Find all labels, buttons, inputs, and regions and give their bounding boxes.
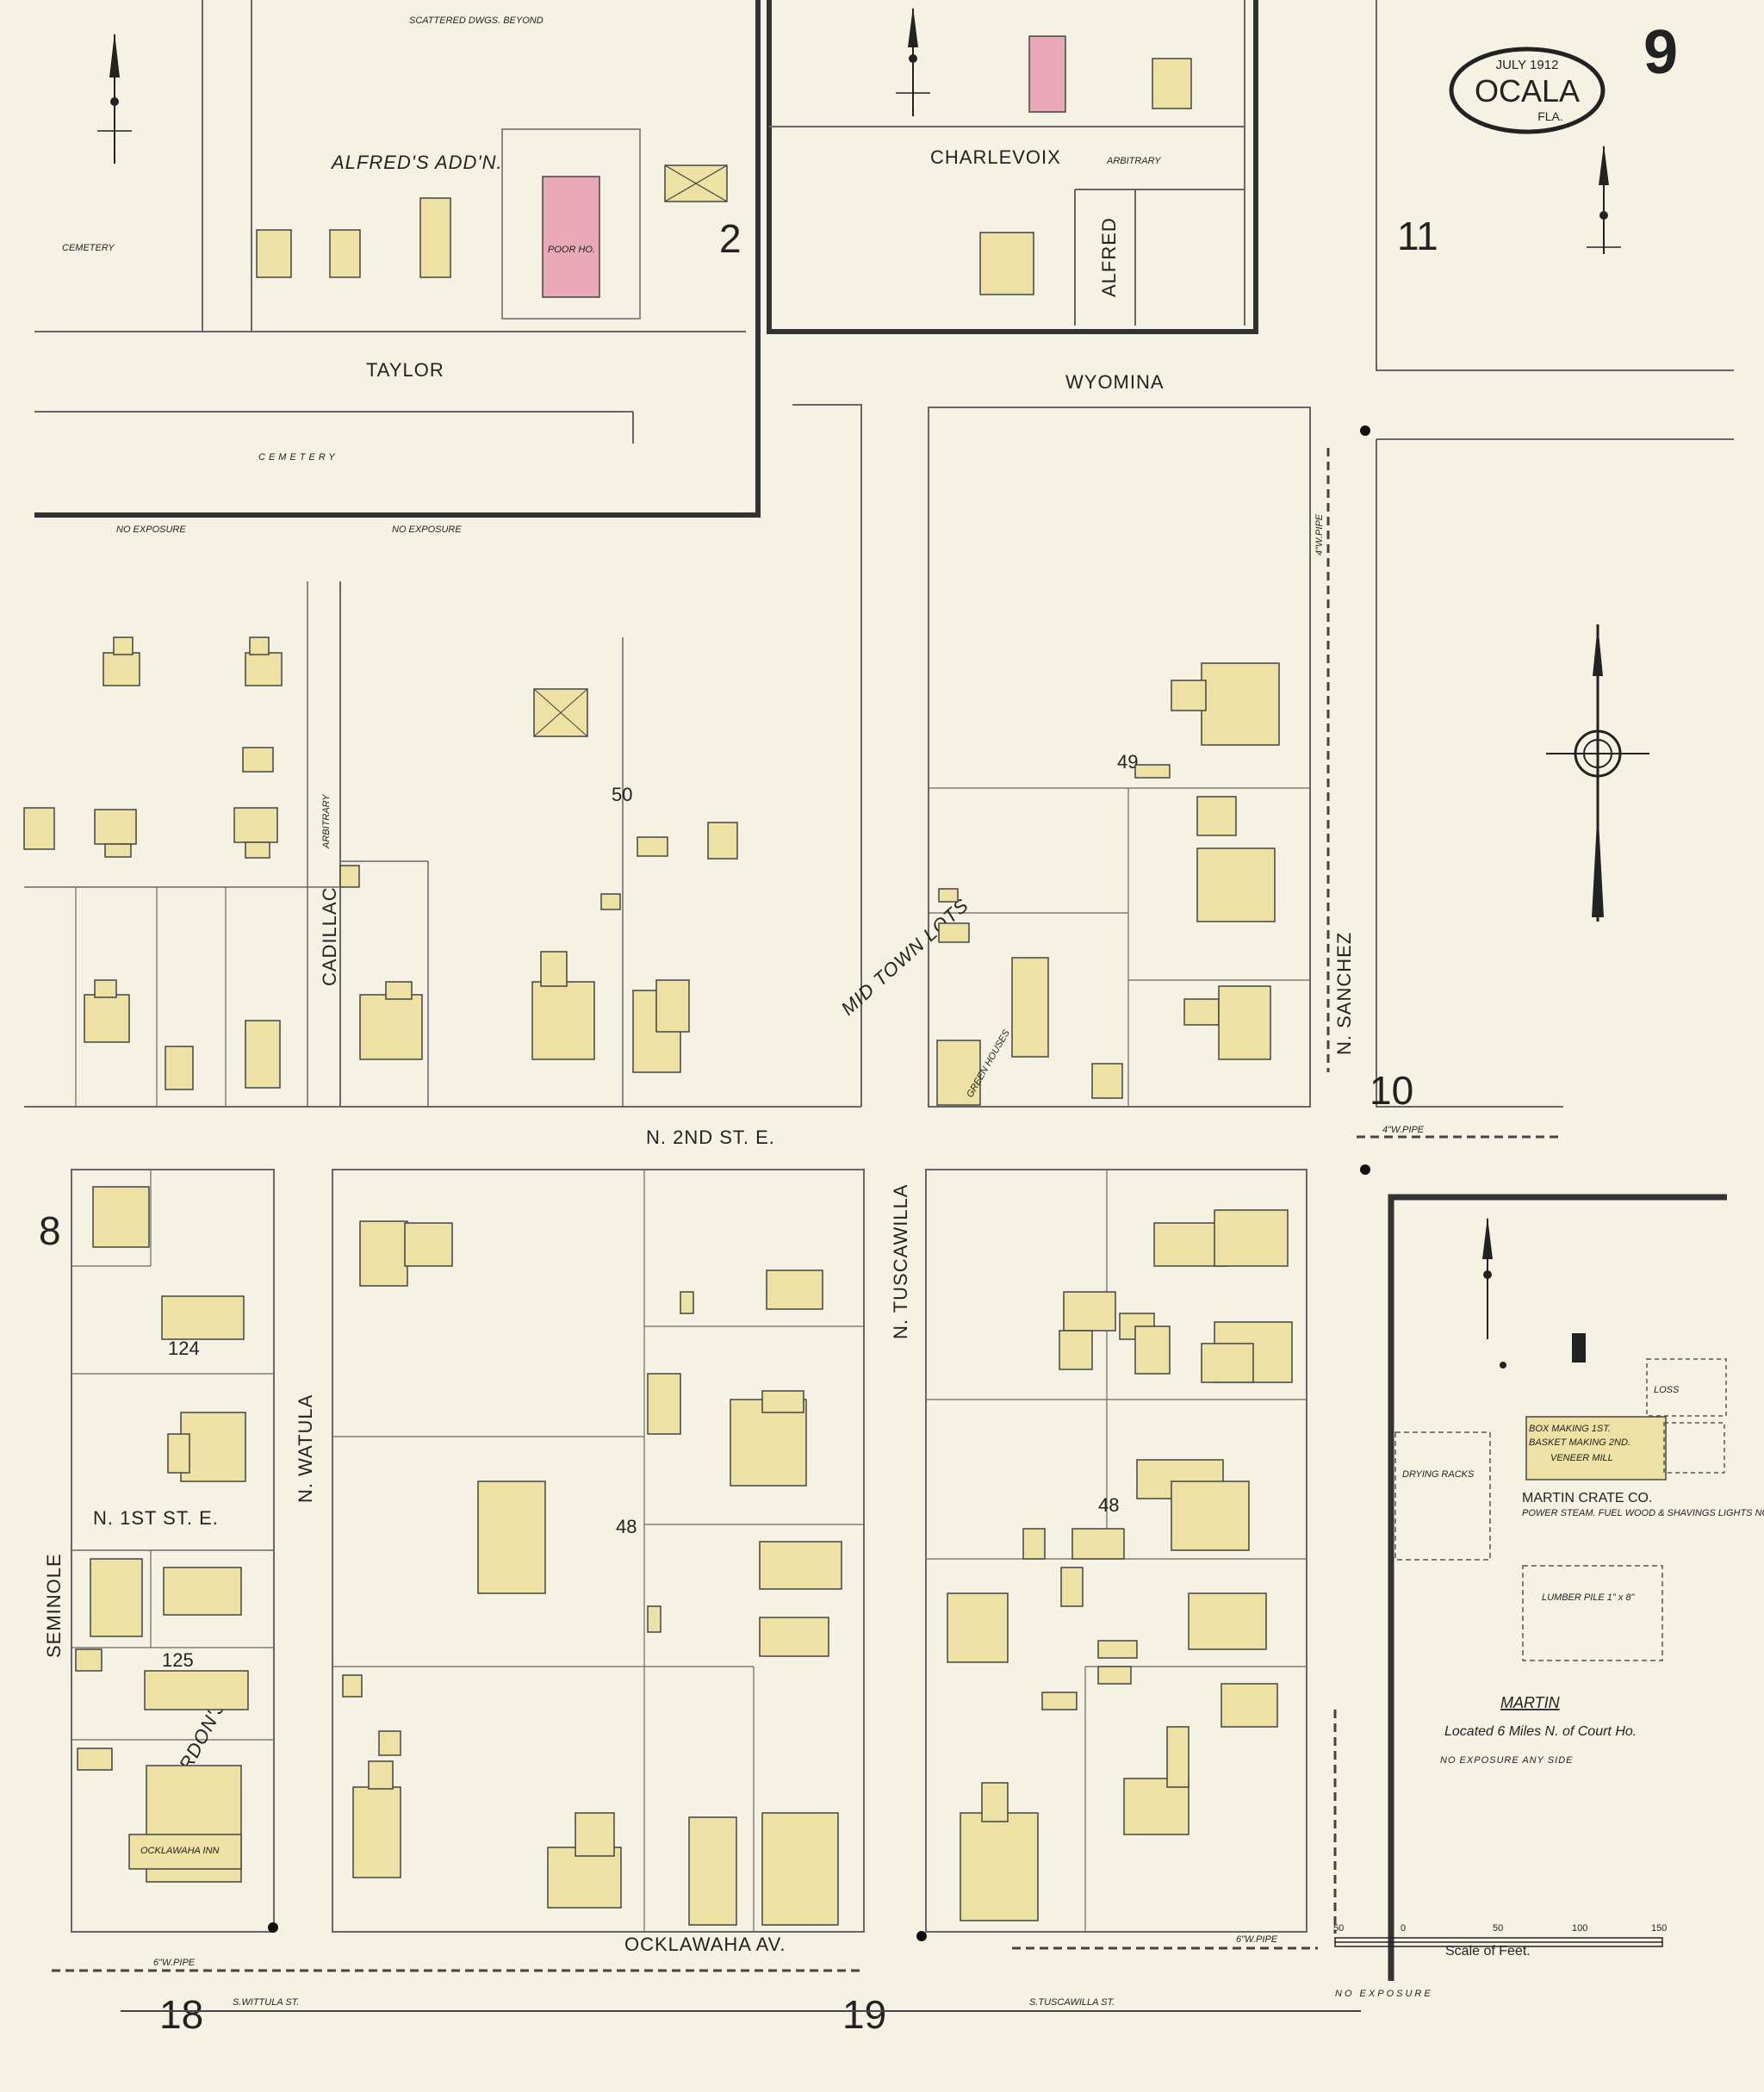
label-lumber-pile: LUMBER PILE 1" x 8"	[1542, 1592, 1636, 1603]
label-drying-racks: DRYING RACKS	[1402, 1469, 1475, 1480]
title-cartouche: JULY 1912 OCALA FLA.	[1449, 47, 1606, 134]
label-martin-crate: MARTIN CRATE CO.	[1522, 1491, 1652, 1505]
title-date: JULY 1912	[1496, 58, 1559, 72]
label-martin-located: Located 6 Miles N. of Court Ho.	[1444, 1724, 1637, 1739]
label-cadillac-arbitrary: ARBITRARY	[321, 794, 332, 849]
scale-tick: 50	[1493, 1923, 1503, 1934]
street-n-watula: N. WATULA	[295, 1394, 316, 1503]
hydrant-icon	[1360, 1164, 1370, 1175]
street-cadillac: CADILLAC	[319, 886, 340, 986]
block-number: 48	[616, 1516, 637, 1537]
note-no-exposure-2: NO EXPOSURE	[392, 525, 462, 535]
label-veneer-mill: VENEER MILL	[1550, 1453, 1613, 1463]
top-center-inset	[767, 0, 1258, 334]
hydrant-icon	[916, 1931, 927, 1941]
block-number: 48	[1098, 1494, 1119, 1516]
building-shed	[419, 197, 451, 278]
street-n-tuscawilla: N. TUSCAWILLA	[890, 1184, 911, 1339]
street-n-sanchez: N. SANCHEZ	[1333, 932, 1355, 1055]
note-no-exposure-bottom: NO EXPOSURE	[1335, 1989, 1433, 1999]
street-alfred: ALFRED	[1098, 217, 1120, 297]
sheet-ref-11: 11	[1397, 214, 1438, 258]
street-s-wittula: S.WITTULA ST.	[233, 1997, 299, 2008]
addition-alfreds: ALFRED'S ADD'N.	[330, 152, 503, 173]
label-ocklawaha-inn: OCKLAWAHA INN	[140, 1846, 220, 1856]
street-wyomina: WYOMINA	[1065, 371, 1165, 393]
label-poor-house: POOR HO.	[548, 245, 595, 255]
label-martin-title: MARTIN	[1500, 1694, 1561, 1711]
street-n-1st: N. 1ST ST. E.	[93, 1507, 219, 1529]
sheet-number: 9	[1643, 18, 1678, 87]
label-w-pipe-sanchez: 4"W.PIPE	[1314, 513, 1325, 556]
street-grid	[24, 404, 1734, 1933]
buildings-group	[23, 636, 1293, 1926]
block-number: 50	[612, 784, 632, 805]
building	[329, 229, 361, 278]
building-poor-house	[542, 176, 600, 298]
label-loss: LOSS	[1654, 1385, 1680, 1395]
title-city: OCALA	[1475, 73, 1580, 109]
sheet-ref-8: 8	[39, 1208, 61, 1253]
building	[979, 232, 1034, 295]
scale-bar: Scale of Feet. 50 0 50 100 150	[1333, 1923, 1667, 1959]
street-taylor: TAYLOR	[366, 359, 444, 381]
label-w-pipe-2nd: 4"W.PIPE	[1382, 1125, 1425, 1135]
hydrant-icon	[1360, 425, 1370, 436]
note-scattered: SCATTERED DWGS. BEYOND	[409, 16, 543, 26]
building	[256, 229, 292, 278]
label-arbitrary-top: ARBITRARY	[1106, 156, 1161, 166]
label-cemetery-mid: CEMETERY	[258, 452, 339, 462]
compass-rose-icon	[1546, 624, 1649, 922]
street-s-tuscawilla: S.TUSCAWILLA ST.	[1029, 1997, 1115, 2008]
label-martin-crate-note: POWER STEAM. FUEL WOOD & SHAVINGS LIGHTS…	[1522, 1508, 1764, 1518]
scale-title: Scale of Feet.	[1445, 1944, 1531, 1959]
scale-tick: 50	[1333, 1923, 1344, 1934]
north-arrow-icon	[1482, 1217, 1493, 1339]
sheet-ref-10: 10	[1370, 1068, 1413, 1113]
street-charlevoix: CHARLEVOIX	[930, 146, 1061, 168]
street-seminole: SEMINOLE	[43, 1553, 65, 1658]
label-martin-no-exposure: NO EXPOSURE ANY SIDE	[1440, 1755, 1573, 1766]
street-n-2nd: N. 2ND ST. E.	[646, 1127, 775, 1148]
label-w-pipe-bottom: 6"W.PIPE	[153, 1958, 196, 1968]
north-arrow-icon	[896, 7, 930, 116]
block-number: 125	[162, 1649, 194, 1671]
sheet-ref-18: 18	[159, 1992, 203, 2037]
sheet-ref-19: 19	[842, 1992, 886, 2037]
north-arrow-icon	[1587, 145, 1621, 254]
hydrant-icon	[268, 1922, 278, 1933]
scale-tick: 150	[1651, 1923, 1667, 1934]
note-no-exposure-1: NO EXPOSURE	[116, 525, 186, 535]
building-gro-market	[1152, 58, 1192, 109]
north-arrow-icon	[97, 33, 132, 164]
martin-inset	[1388, 1194, 1727, 1981]
label-box-making: BOX MAKING 1ST.	[1529, 1424, 1611, 1434]
label-w-pipe-right: 6"W.PIPE	[1236, 1934, 1278, 1945]
building-brick	[1028, 35, 1066, 113]
block-number: 124	[168, 1338, 200, 1359]
scale-tick: 100	[1572, 1923, 1587, 1934]
label-cemetery-top: CEMETERY	[62, 243, 115, 253]
sheet-ref-2: 2	[719, 216, 742, 261]
title-state: FLA.	[1537, 109, 1563, 123]
street-ocklawaha: OCKLAWAHA AV.	[624, 1934, 786, 1955]
scale-tick: 0	[1401, 1923, 1406, 1934]
label-basket-making: BASKET MAKING 2ND.	[1529, 1437, 1630, 1448]
